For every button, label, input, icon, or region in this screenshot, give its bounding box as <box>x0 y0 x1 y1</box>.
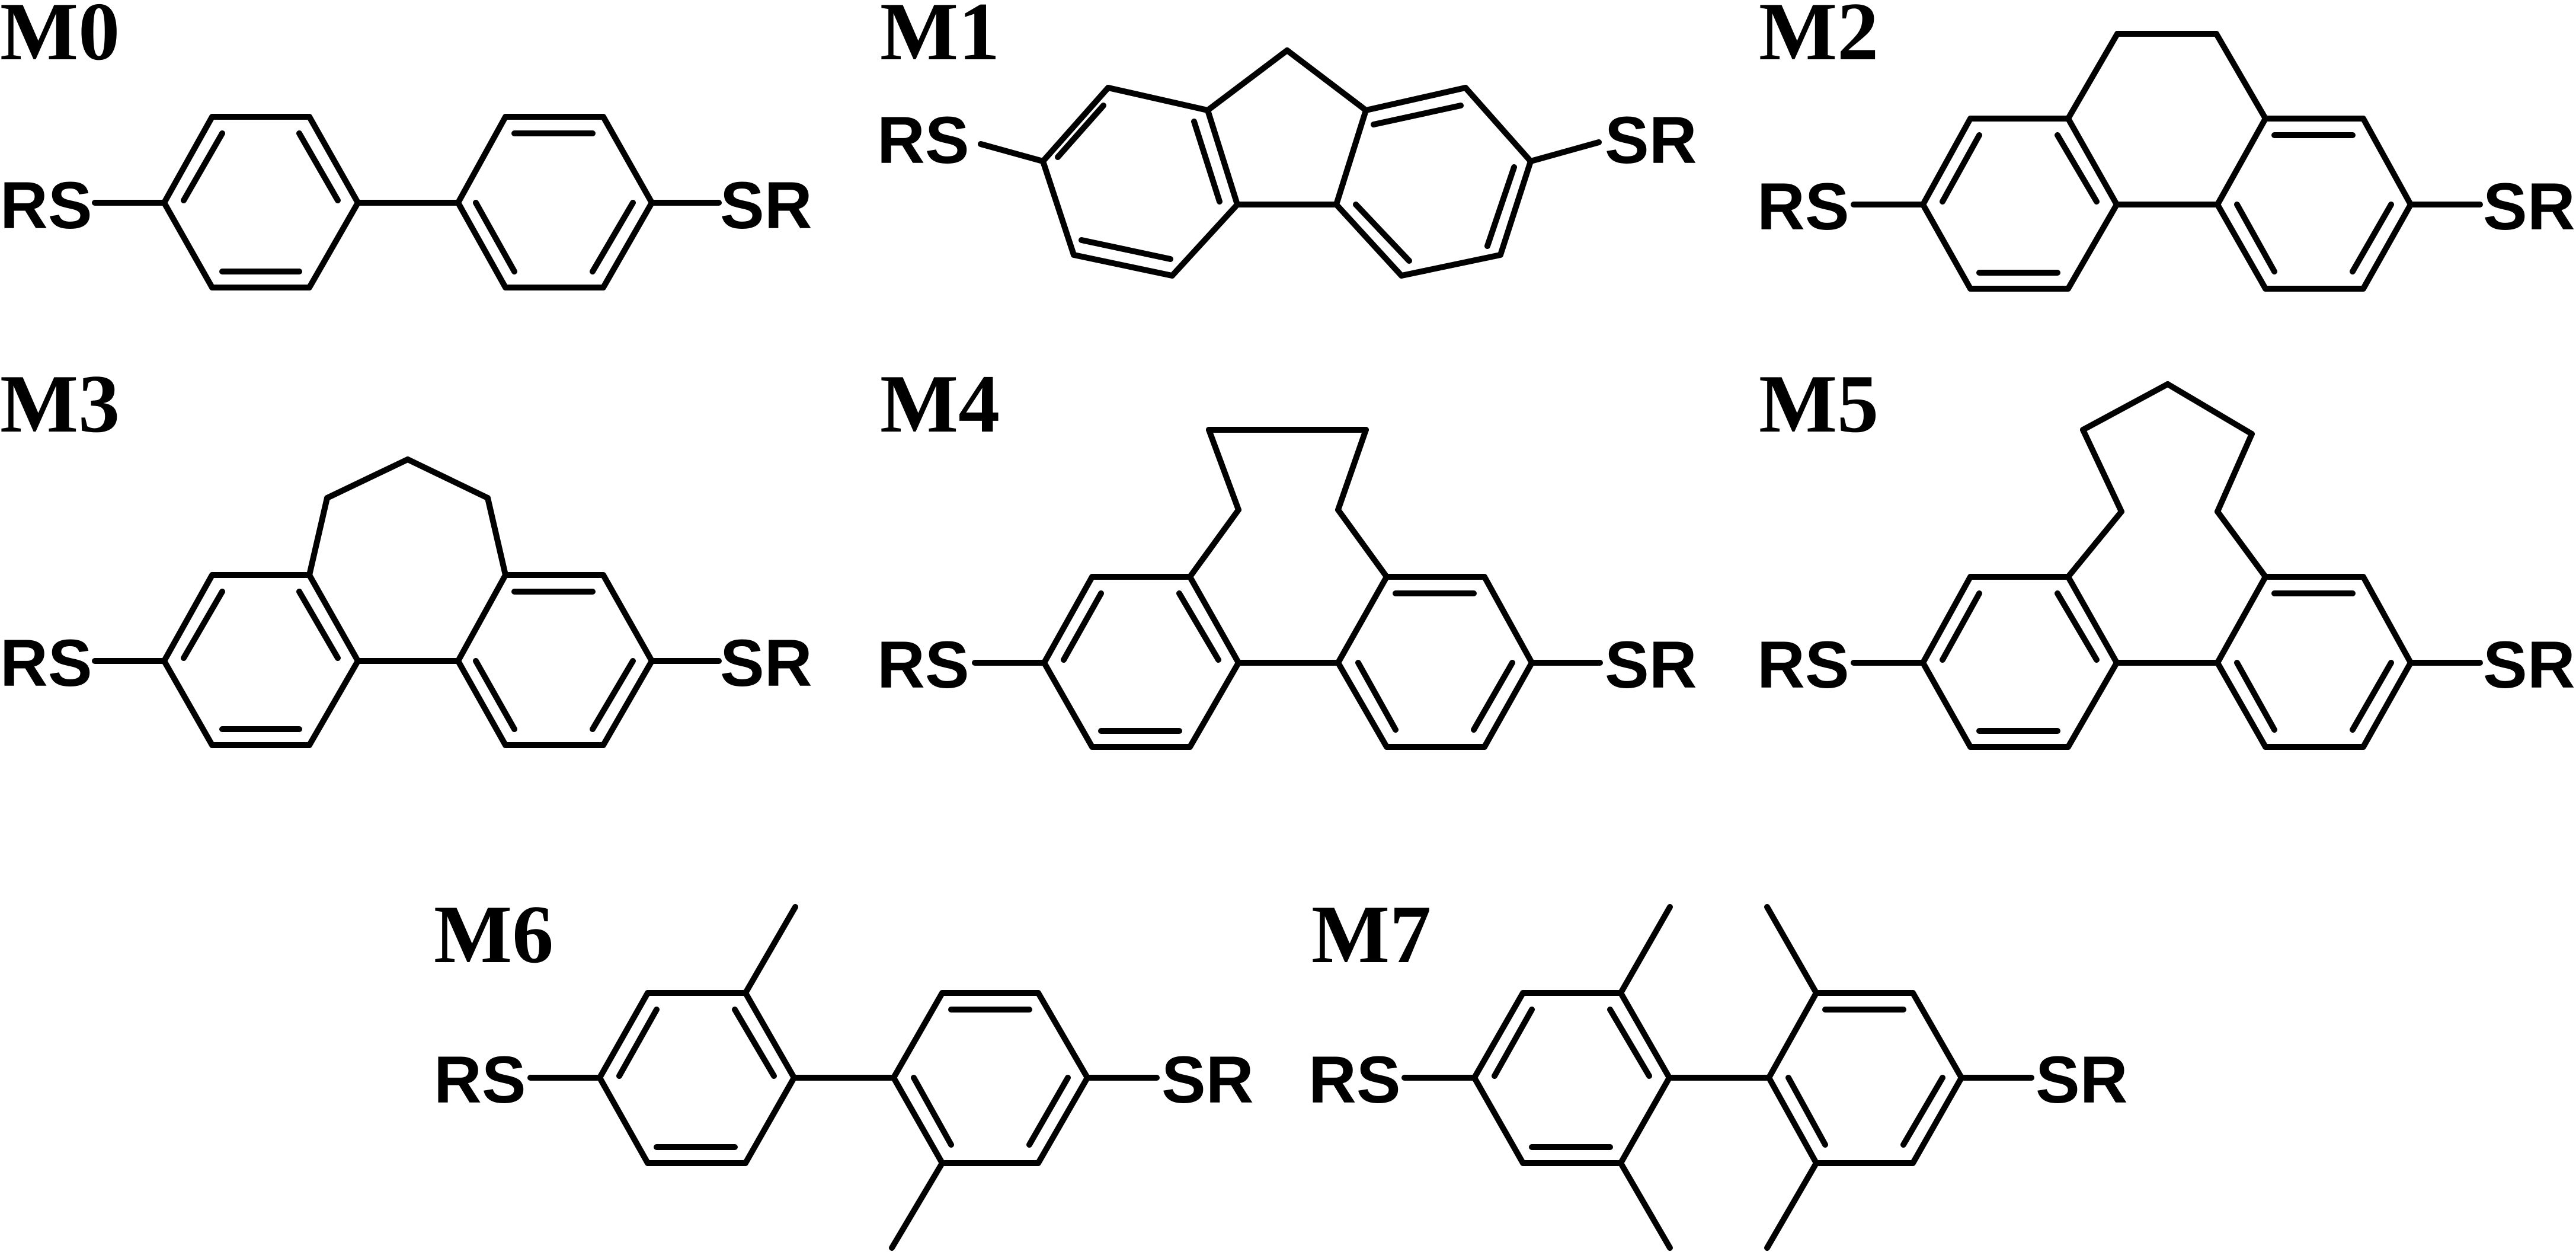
substituent-left-m5: RS <box>1757 628 1849 702</box>
substituent-left-m3: RS <box>0 626 92 700</box>
molecule-m6: M6 RS SR <box>434 889 1254 1251</box>
label-m7: M7 <box>1311 889 1431 980</box>
bonds-m4 <box>972 427 1603 750</box>
substituent-left-m7: RS <box>1308 1043 1401 1117</box>
substituent-right-m7: SR <box>2036 1043 2128 1117</box>
substituent-right-m4: SR <box>1605 628 1697 702</box>
bonds-m5 <box>1851 381 2483 750</box>
molecule-m3: M3 RS SR <box>0 358 812 748</box>
molecule-m4: M4 RS SR <box>877 358 1697 750</box>
molecule-m0: M0 RS SR <box>0 0 812 290</box>
molecule-m1: M1 RS SR <box>877 0 1697 279</box>
label-m0: M0 <box>0 0 120 78</box>
bonds-m7 <box>1401 904 2034 1251</box>
label-m2: M2 <box>1759 0 1879 78</box>
molecule-m7: M7 RS SR <box>1308 889 2128 1251</box>
label-m4: M4 <box>880 358 1000 450</box>
molecule-m5: M5 RS SR <box>1757 358 2575 750</box>
bonds-m2 <box>1851 31 2483 292</box>
substituent-right-m1: SR <box>1605 103 1697 177</box>
label-m3: M3 <box>0 358 120 450</box>
label-m5: M5 <box>1759 358 1879 450</box>
substituent-left-m2: RS <box>1757 170 1849 244</box>
label-m6: M6 <box>434 889 553 980</box>
substituent-right-m2: SR <box>2483 170 2575 244</box>
substituent-right-m5: SR <box>2483 628 2575 702</box>
substituent-left-m4: RS <box>877 628 969 702</box>
substituent-left-m1: RS <box>877 103 969 177</box>
bonds-m1 <box>978 47 1602 279</box>
substituent-left-m6: RS <box>434 1043 526 1117</box>
bonds-m0 <box>92 114 722 290</box>
molecule-m2: M2 RS SR <box>1757 0 2575 292</box>
bonds-m3 <box>92 456 722 748</box>
label-m1: M1 <box>880 0 1000 78</box>
substituent-right-m0: SR <box>720 168 812 242</box>
bonds-m6 <box>527 904 1160 1251</box>
substituent-right-m6: SR <box>1161 1043 1254 1117</box>
substituent-left-m0: RS <box>0 168 92 242</box>
substituent-right-m3: SR <box>720 626 812 700</box>
